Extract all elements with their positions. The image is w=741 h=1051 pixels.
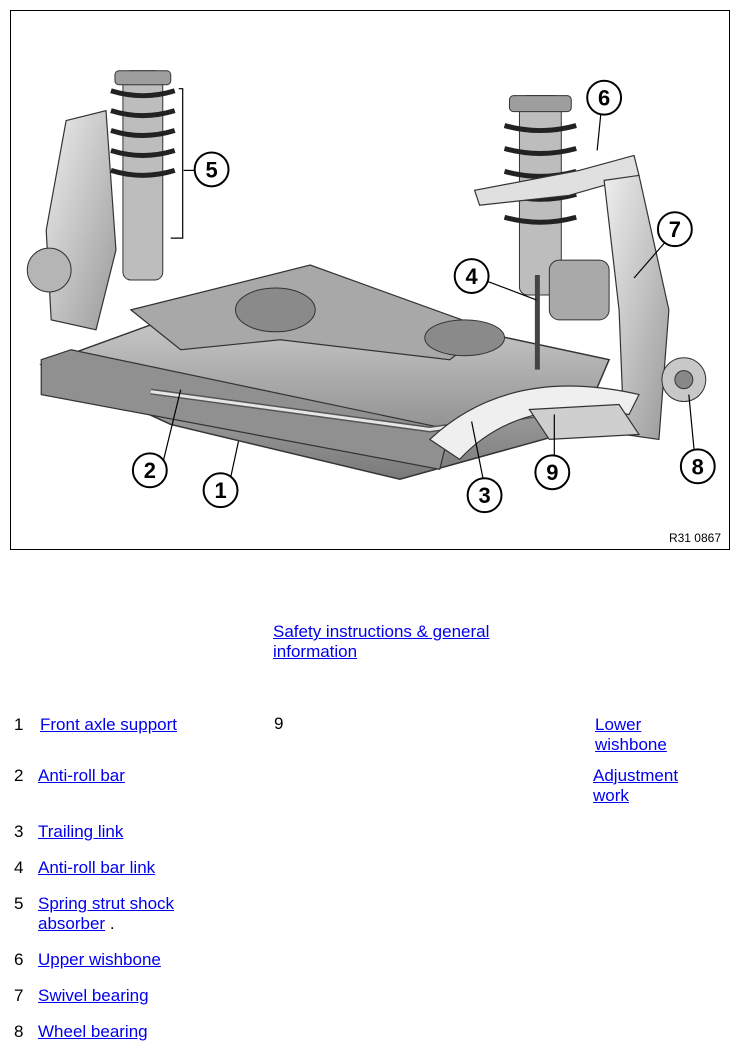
swivel-bearing-link[interactable]: Swivel bearing: [38, 986, 149, 1005]
axle-diagram: 1 2 3 4 5 6 7 8 9 R31 0867: [10, 10, 730, 550]
callout-group: 1 2 3 4 5 6 7 8 9: [131, 79, 716, 514]
legend-number: 2: [14, 766, 24, 785]
lower-wishbone-link[interactable]: Lower wishbone: [595, 715, 667, 754]
callout-2: 2: [131, 452, 168, 489]
legend-number: 8: [14, 1022, 24, 1041]
callout-8: 8: [679, 448, 716, 485]
callout-1: 1: [202, 472, 239, 509]
callout-6: 6: [586, 79, 623, 116]
legend-suffix: .: [105, 914, 115, 933]
legend-number: 3: [14, 822, 24, 841]
callout-9: 9: [534, 454, 571, 491]
svg-text:7: 7: [669, 217, 681, 242]
svg-text:1: 1: [214, 478, 226, 503]
legend-number: 1: [14, 715, 24, 734]
adjustment-work-link[interactable]: Adjustment work: [593, 766, 679, 805]
callout-7: 7: [656, 211, 693, 248]
front-axle-support-link[interactable]: Front axle support: [40, 715, 178, 734]
anti-roll-bar-link[interactable]: Anti-roll bar: [38, 766, 125, 785]
lower-wishbone: [528, 403, 641, 441]
right-strut-assembly: [473, 95, 707, 441]
svg-text:8: 8: [692, 454, 704, 479]
legend-number: 5: [14, 894, 24, 913]
anti-roll-bar-link-link[interactable]: Anti-roll bar link: [38, 858, 156, 877]
wheel-bearing-link[interactable]: Wheel bearing: [38, 1022, 148, 1041]
upper-wishbone-link[interactable]: Upper wishbone: [38, 950, 161, 969]
safety-info: Safety instructions & general informatio…: [273, 622, 523, 662]
left-strut-assembly: [26, 70, 176, 331]
figure-code: R31 0867: [668, 531, 721, 545]
legend-number: 7: [14, 986, 24, 1005]
legend-number: 4: [14, 858, 24, 877]
callout-3: 3: [466, 477, 503, 514]
svg-text:9: 9: [546, 460, 558, 485]
svg-text:5: 5: [205, 157, 217, 182]
legend-number-9: 9: [274, 714, 284, 733]
legend-number: 6: [14, 950, 24, 969]
svg-text:6: 6: [598, 86, 610, 111]
front-axle-illustration: 1 2 3 4 5 6 7 8 9: [26, 70, 716, 514]
spring-strut-shock-absorber-link[interactable]: Spring strut shock absorber: [38, 894, 175, 933]
trailing-link-link[interactable]: Trailing link: [38, 822, 124, 841]
callout-5: 5: [193, 151, 230, 188]
svg-text:2: 2: [144, 458, 156, 483]
front-axle-support: [39, 264, 611, 481]
callout-4: 4: [453, 258, 490, 294]
svg-text:4: 4: [466, 264, 479, 289]
trailing-link: [428, 385, 640, 461]
svg-text:3: 3: [478, 483, 490, 508]
safety-instructions-link[interactable]: Safety instructions & general informatio…: [273, 622, 490, 661]
